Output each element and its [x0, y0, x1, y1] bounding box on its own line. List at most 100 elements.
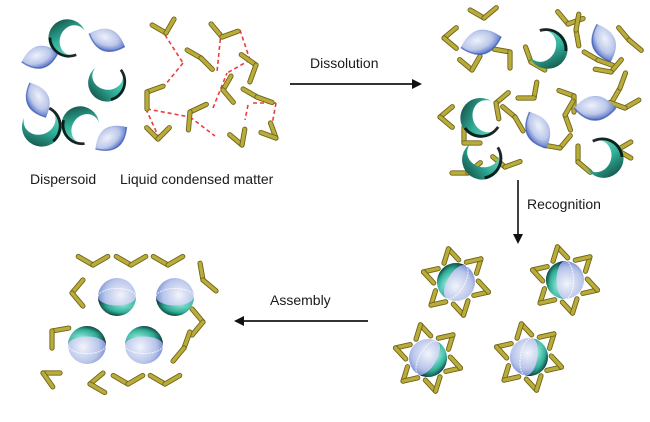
liquid-condensed-matter-label: Liquid condensed matter: [120, 171, 274, 187]
liquid-molecule: [467, 5, 499, 21]
liquid-molecule: [185, 101, 209, 133]
liquid-molecule: [208, 21, 241, 40]
liquid-molecule: [471, 278, 492, 298]
liquid-molecule: [441, 25, 459, 51]
liquid-molecules: [40, 5, 644, 396]
assembly-label: Assembly: [270, 292, 331, 308]
liquid-molecule: [113, 253, 149, 268]
liquid-molecule: [523, 373, 544, 393]
hydrogen-bond: [164, 62, 184, 86]
liquid-molecule: [258, 120, 279, 141]
liquid-molecule: [435, 332, 456, 352]
liquid-molecule: [581, 49, 616, 69]
dispersoid-particles: [21, 19, 624, 377]
liquid-molecule: [422, 374, 443, 394]
liquid-molecule: [457, 53, 483, 73]
crescent-particle: [585, 137, 624, 178]
lens-particle: [95, 125, 128, 151]
liquid-molecule: [575, 143, 593, 175]
liquid-molecule: [240, 86, 275, 106]
crescent-particle: [462, 142, 503, 180]
lens-particle: [573, 95, 617, 121]
liquid-molecule: [144, 125, 172, 142]
liquid-molecule: [537, 286, 558, 306]
liquid-molecule: [463, 256, 484, 276]
liquid-molecule: [450, 298, 471, 318]
liquid-molecule: [49, 325, 72, 351]
liquid-molecule: [491, 46, 513, 71]
liquid-molecule: [197, 260, 219, 294]
recognition-label: Recognition: [527, 196, 601, 212]
janus-sphere: [546, 260, 584, 300]
hydrogen-bond: [146, 108, 191, 118]
liquid-molecule: [149, 16, 177, 36]
janus-sphere: [124, 326, 164, 364]
liquid-molecule: [420, 266, 441, 286]
liquid-molecule: [572, 254, 593, 274]
liquid-molecule: [189, 306, 206, 338]
dispersoid-label: Dispersoid: [30, 171, 97, 187]
liquid-molecule: [110, 372, 146, 387]
liquid-molecule: [392, 342, 413, 362]
janus-sphere: [67, 326, 107, 364]
liquid-molecule: [400, 364, 421, 384]
lens-particle: [21, 45, 59, 69]
hydrogen-bond: [164, 34, 184, 64]
liquid-molecule: [238, 52, 259, 85]
liquid-molecule: [544, 353, 565, 373]
hydrogen-bond: [226, 59, 251, 74]
lens-particle: [525, 111, 551, 149]
liquid-molecule: [493, 90, 511, 122]
hydrogen-bond: [239, 29, 251, 61]
crescent-particle: [528, 28, 568, 69]
lens-particle: [460, 29, 502, 56]
crescent-particle: [460, 97, 500, 138]
liquid-molecule: [500, 104, 526, 134]
dissolution-label: Dissolution: [310, 55, 379, 71]
hydrogen-bond: [145, 108, 161, 141]
liquid-molecule: [550, 244, 571, 264]
liquid-molecule: [170, 329, 193, 364]
liquid-molecule: [150, 253, 186, 268]
liquid-molecule: [573, 11, 582, 49]
hydrogen-bond: [189, 116, 216, 137]
liquid-molecule: [413, 322, 434, 342]
liquid-molecule: [227, 126, 248, 148]
hydrogen-bond: [271, 102, 277, 126]
liquid-molecule: [493, 341, 514, 361]
lens-particle: [591, 23, 616, 63]
liquid-molecule: [559, 296, 580, 316]
lens-particle: [25, 82, 50, 118]
liquid-molecule: [87, 370, 108, 396]
liquid-molecule: [592, 57, 624, 75]
liquid-molecule: [501, 363, 522, 383]
liquid-molecule: [609, 70, 629, 105]
hydrogen-bond: [212, 72, 228, 109]
janus-sphere: [97, 278, 137, 316]
liquid-molecule: [69, 277, 86, 309]
hydrogen-bond-network: [145, 29, 277, 141]
liquid-molecule: [147, 372, 183, 387]
liquid-molecule: [220, 73, 236, 105]
janus-sphere: [155, 278, 195, 316]
liquid-molecule: [441, 246, 462, 266]
liquid-molecule: [443, 354, 464, 374]
crescent-particle: [61, 106, 100, 146]
janus-sphere: [409, 339, 447, 377]
janus-sphere: [510, 337, 548, 377]
lens-particle: [88, 28, 126, 52]
janus-sphere: [437, 263, 475, 301]
liquid-molecule: [607, 97, 642, 111]
crescent-particle: [48, 19, 85, 58]
liquid-molecule: [184, 47, 215, 72]
liquid-molecule: [616, 25, 644, 53]
crescent-particle: [88, 67, 127, 102]
liquid-molecule: [437, 104, 455, 130]
liquid-molecule: [529, 264, 550, 284]
hydrogen-bond: [244, 104, 249, 121]
crescent-particle: [21, 106, 62, 147]
liquid-molecule: [515, 79, 540, 101]
liquid-molecule: [514, 321, 535, 341]
liquid-molecule: [75, 253, 111, 268]
